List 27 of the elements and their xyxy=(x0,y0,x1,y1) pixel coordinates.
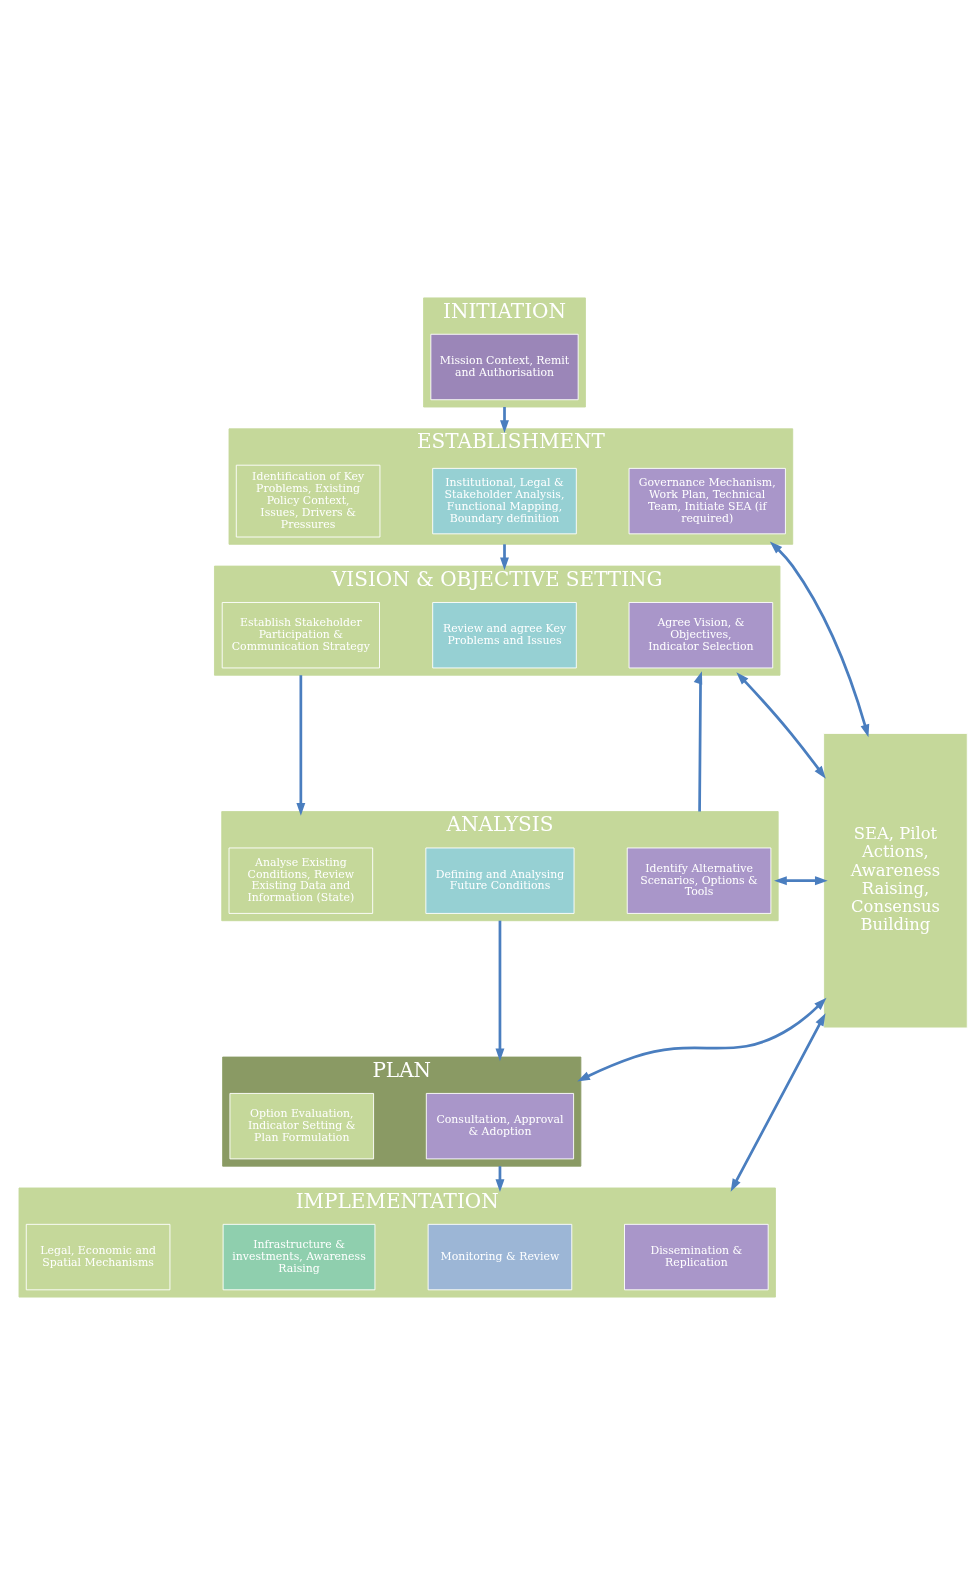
node-box: Identification of Key Problems, Existing Policy Context, Issues, Drivers & Pressures xyxy=(235,464,381,537)
arrow xyxy=(736,671,826,779)
node-box: Governance Mechanism, Work Plan, Technical Team, Initiate SEA (if required) xyxy=(628,467,786,534)
node-box: Infrastructure & investments, Awareness Raising xyxy=(222,1223,376,1290)
arrow xyxy=(693,670,703,812)
node-box: Consultation, Approval & Adoption xyxy=(425,1092,575,1159)
arrow xyxy=(500,406,509,433)
node-box: Dissemination & Replication xyxy=(624,1223,769,1290)
arrow xyxy=(769,540,870,737)
node-box: Option Evaluation, Indicator Setting & Plan Formulation xyxy=(229,1092,375,1159)
node-box: Monitoring & Review xyxy=(427,1223,573,1290)
node-box: Mission Context, Remit and Authorisation xyxy=(430,333,579,400)
node-box: Legal, Economic and Spatial Mechanisms xyxy=(25,1223,171,1290)
node-box: Identify Alternative Scenarios, Options & Tools xyxy=(626,847,772,914)
node-box: Defining and Analysing Future Conditions xyxy=(425,847,575,914)
arrow xyxy=(500,543,509,570)
node-box: SEA, Pilot Actions, Awareness Raising, Consensus Building xyxy=(823,732,968,1028)
node-box: Analyse Existing Conditions, Review Existing Data and Information (State) xyxy=(228,847,374,914)
arrow xyxy=(730,1012,826,1192)
node-box: Institutional, Legal & Stakeholder Analysis, Functional Mapping, Boundary definition xyxy=(432,467,577,534)
node-box: Establish Stakeholder Participation & Communication Strategy xyxy=(221,601,380,668)
arrow xyxy=(577,997,827,1081)
arrow xyxy=(774,875,828,885)
node-box: Review and agree Key Problems and Issues xyxy=(432,601,577,668)
arrow xyxy=(296,674,306,816)
node-box: Agree Vision, & Objectives, Indicator Selection xyxy=(628,601,774,668)
arrow xyxy=(495,920,505,1061)
